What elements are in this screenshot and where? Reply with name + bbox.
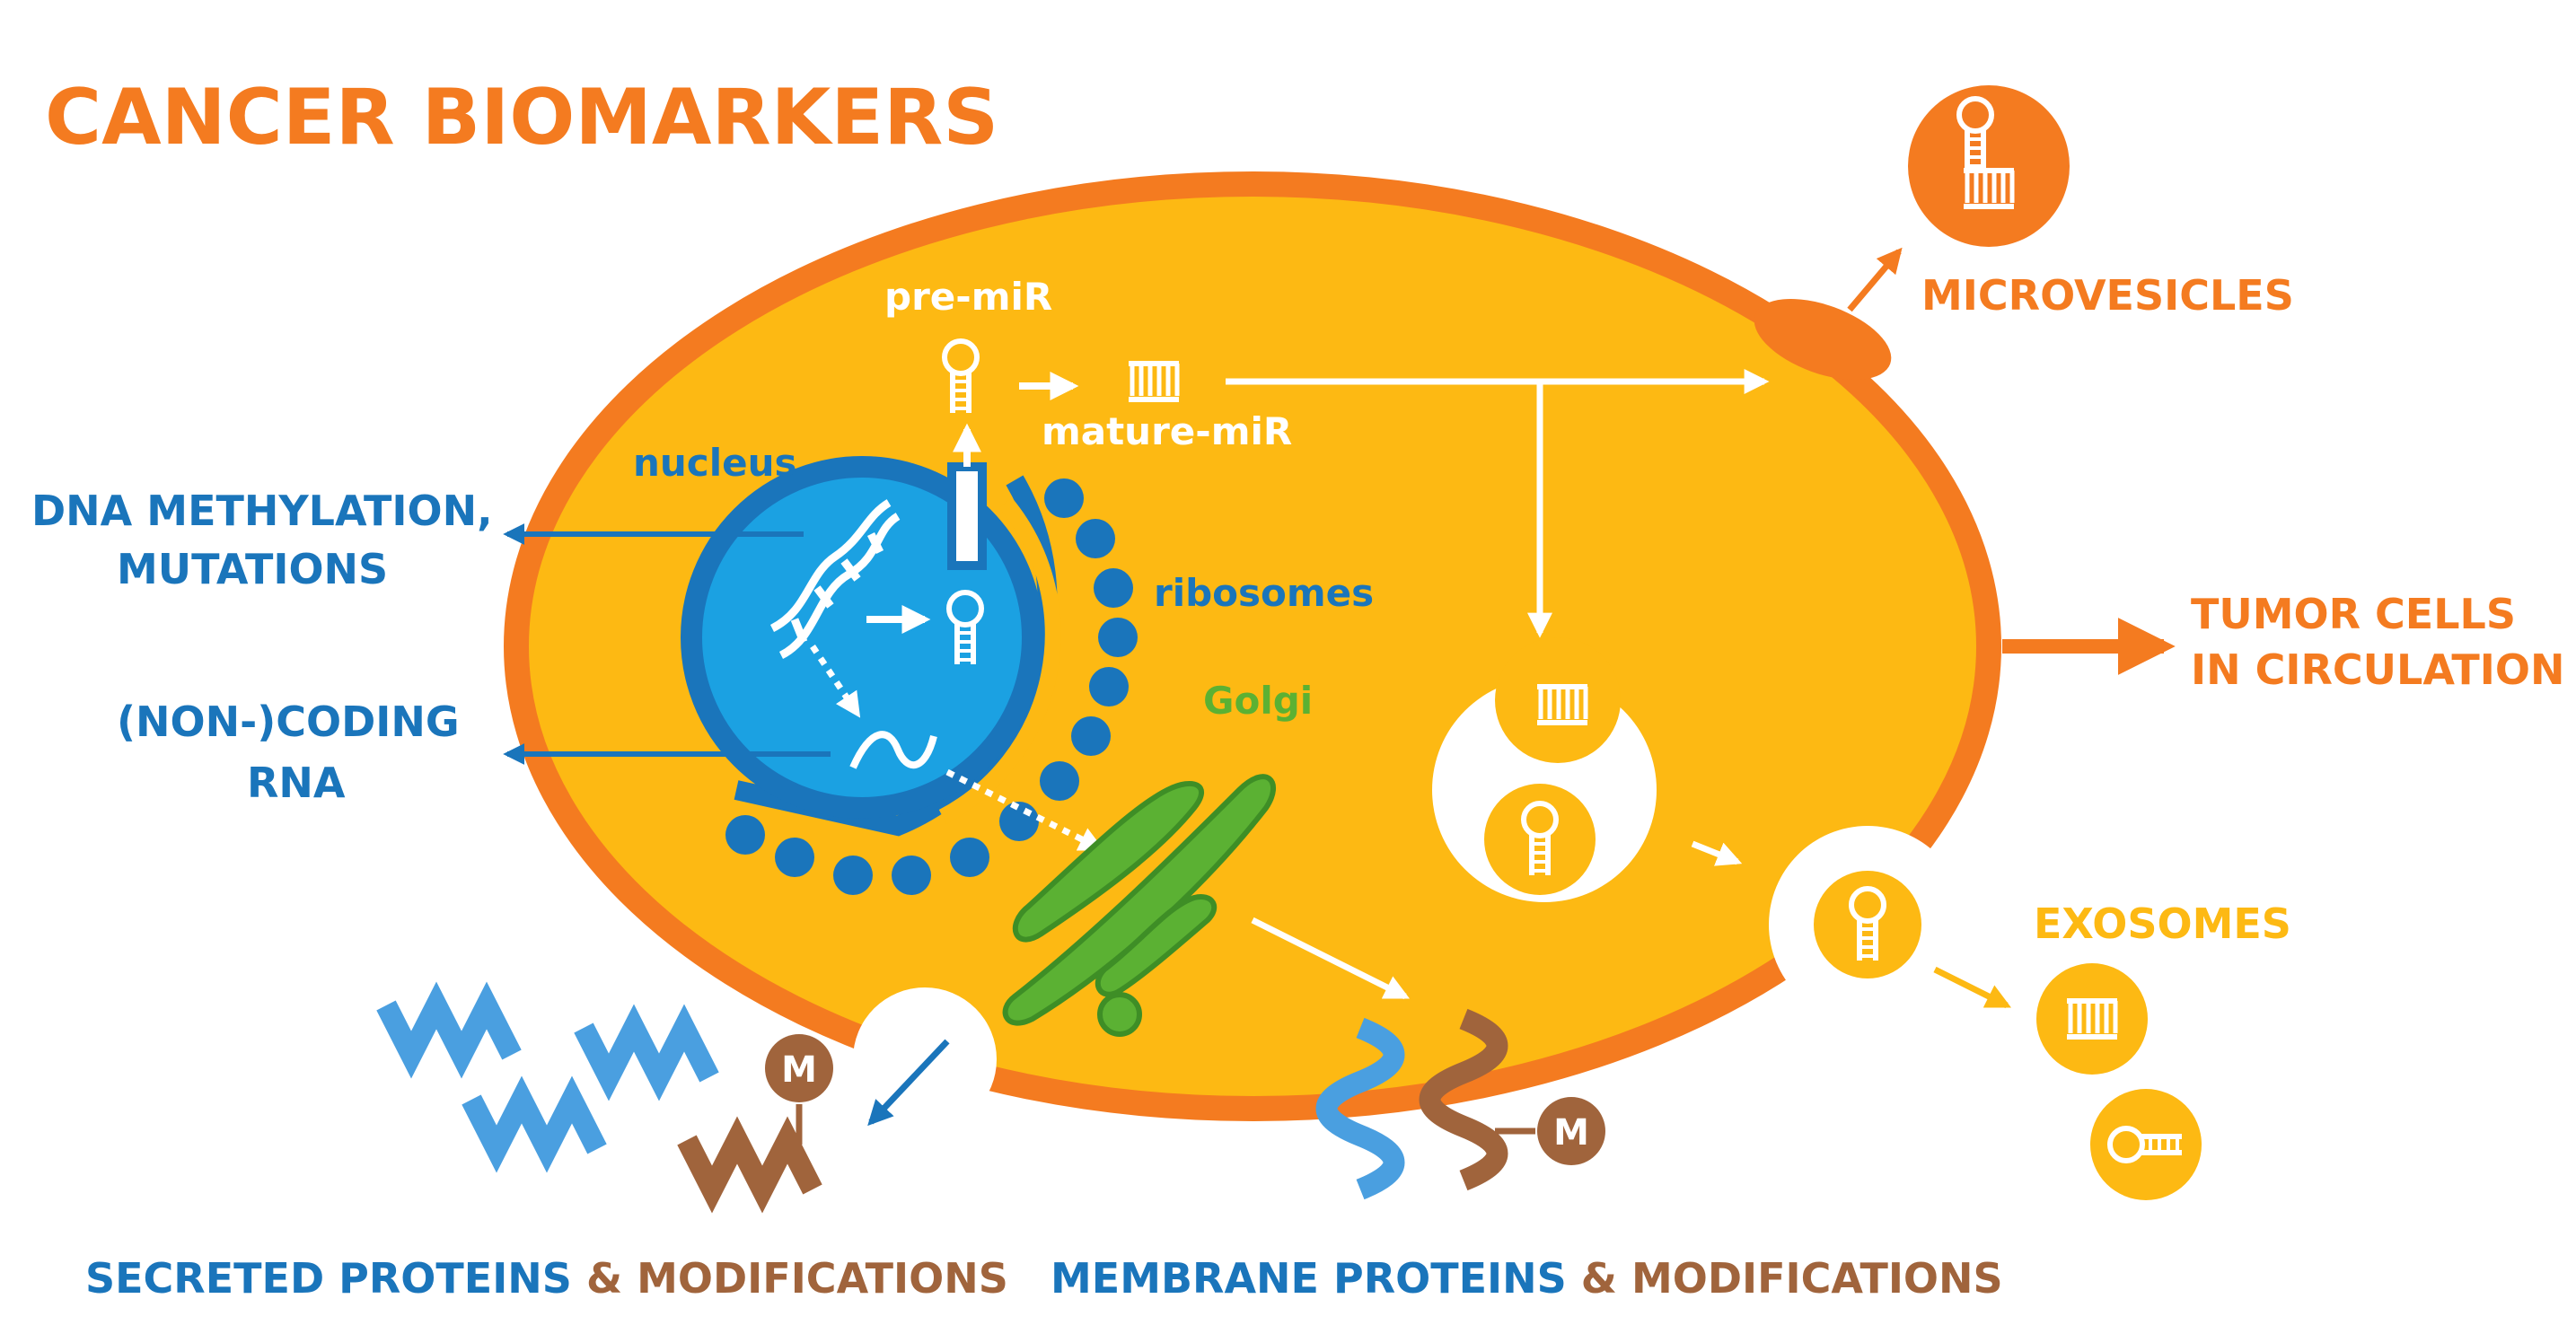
tumor-cells-label-line2: IN CIRCULATION [2191, 645, 2564, 694]
ribosome-dots [725, 478, 1138, 895]
golgi-to-membrane-arrow [1251, 917, 1411, 1000]
exosome-2 [2090, 1089, 2202, 1200]
nucleus-label: nucleus [633, 441, 796, 485]
exosome-1 [2036, 963, 2148, 1075]
ribosomes-label: ribosomes [1154, 571, 1374, 615]
secreted-proteins-caption: SECRETED PROTEINS & MODIFICATIONS [85, 1254, 1008, 1303]
secretion-arrow [867, 1039, 950, 1127]
page-title: CANCER BIOMARKERS [45, 73, 998, 162]
pre-mir-label: pre-miR [884, 275, 1052, 319]
exosome-out-arrow [1933, 966, 2012, 1009]
membrane-methyl-mark: M [1553, 1112, 1589, 1154]
dna-icon [769, 499, 901, 660]
exosomes-label: EXOSOMES [2034, 899, 2291, 948]
nuclear-envelope [938, 497, 1061, 824]
cell-body [504, 171, 2001, 1121]
tumor-cells-label-line1: TUMOR CELLS [2191, 590, 2516, 638]
mvb-to-exosome-arrow [1691, 840, 1743, 866]
microvesicle [1908, 85, 2070, 247]
mature-mir-label: mature-miR [1042, 409, 1292, 453]
microvesicles-label: MICROVESICLES [1921, 271, 2294, 320]
exosome-releasing [1814, 871, 1921, 978]
membrane-proteins-caption: MEMBRANE PROTEINS & MODIFICATIONS [1051, 1254, 2003, 1303]
secreted-protein-2 [584, 1028, 709, 1077]
dna-methylation-label-line1: DNA METHYLATION, [31, 487, 493, 535]
mvb-vesicle-bottom [1484, 784, 1596, 895]
secreted-modified-protein [687, 1140, 813, 1189]
nuclear-pore [947, 462, 987, 570]
secreted-methyl-badge [765, 1034, 833, 1102]
golgi-label: Golgi [1203, 679, 1313, 723]
dna-methylation-label-line2: MUTATIONS [117, 545, 388, 593]
membrane-bud [1754, 299, 1892, 380]
secreted-protein-1 [386, 1005, 512, 1055]
golgi-icon [1002, 774, 1277, 1037]
rna-label-line2: RNA [247, 759, 346, 807]
secreted-methyl-mark: M [781, 1049, 817, 1091]
membrane-methyl-badge [1537, 1097, 1605, 1165]
rna-icon [849, 731, 937, 769]
rna-label-line1: (NON-)CODING [117, 698, 460, 746]
microvesicle-arrow [1847, 247, 1903, 312]
secreted-protein-3 [471, 1100, 597, 1149]
secretion-pocket [853, 987, 997, 1131]
